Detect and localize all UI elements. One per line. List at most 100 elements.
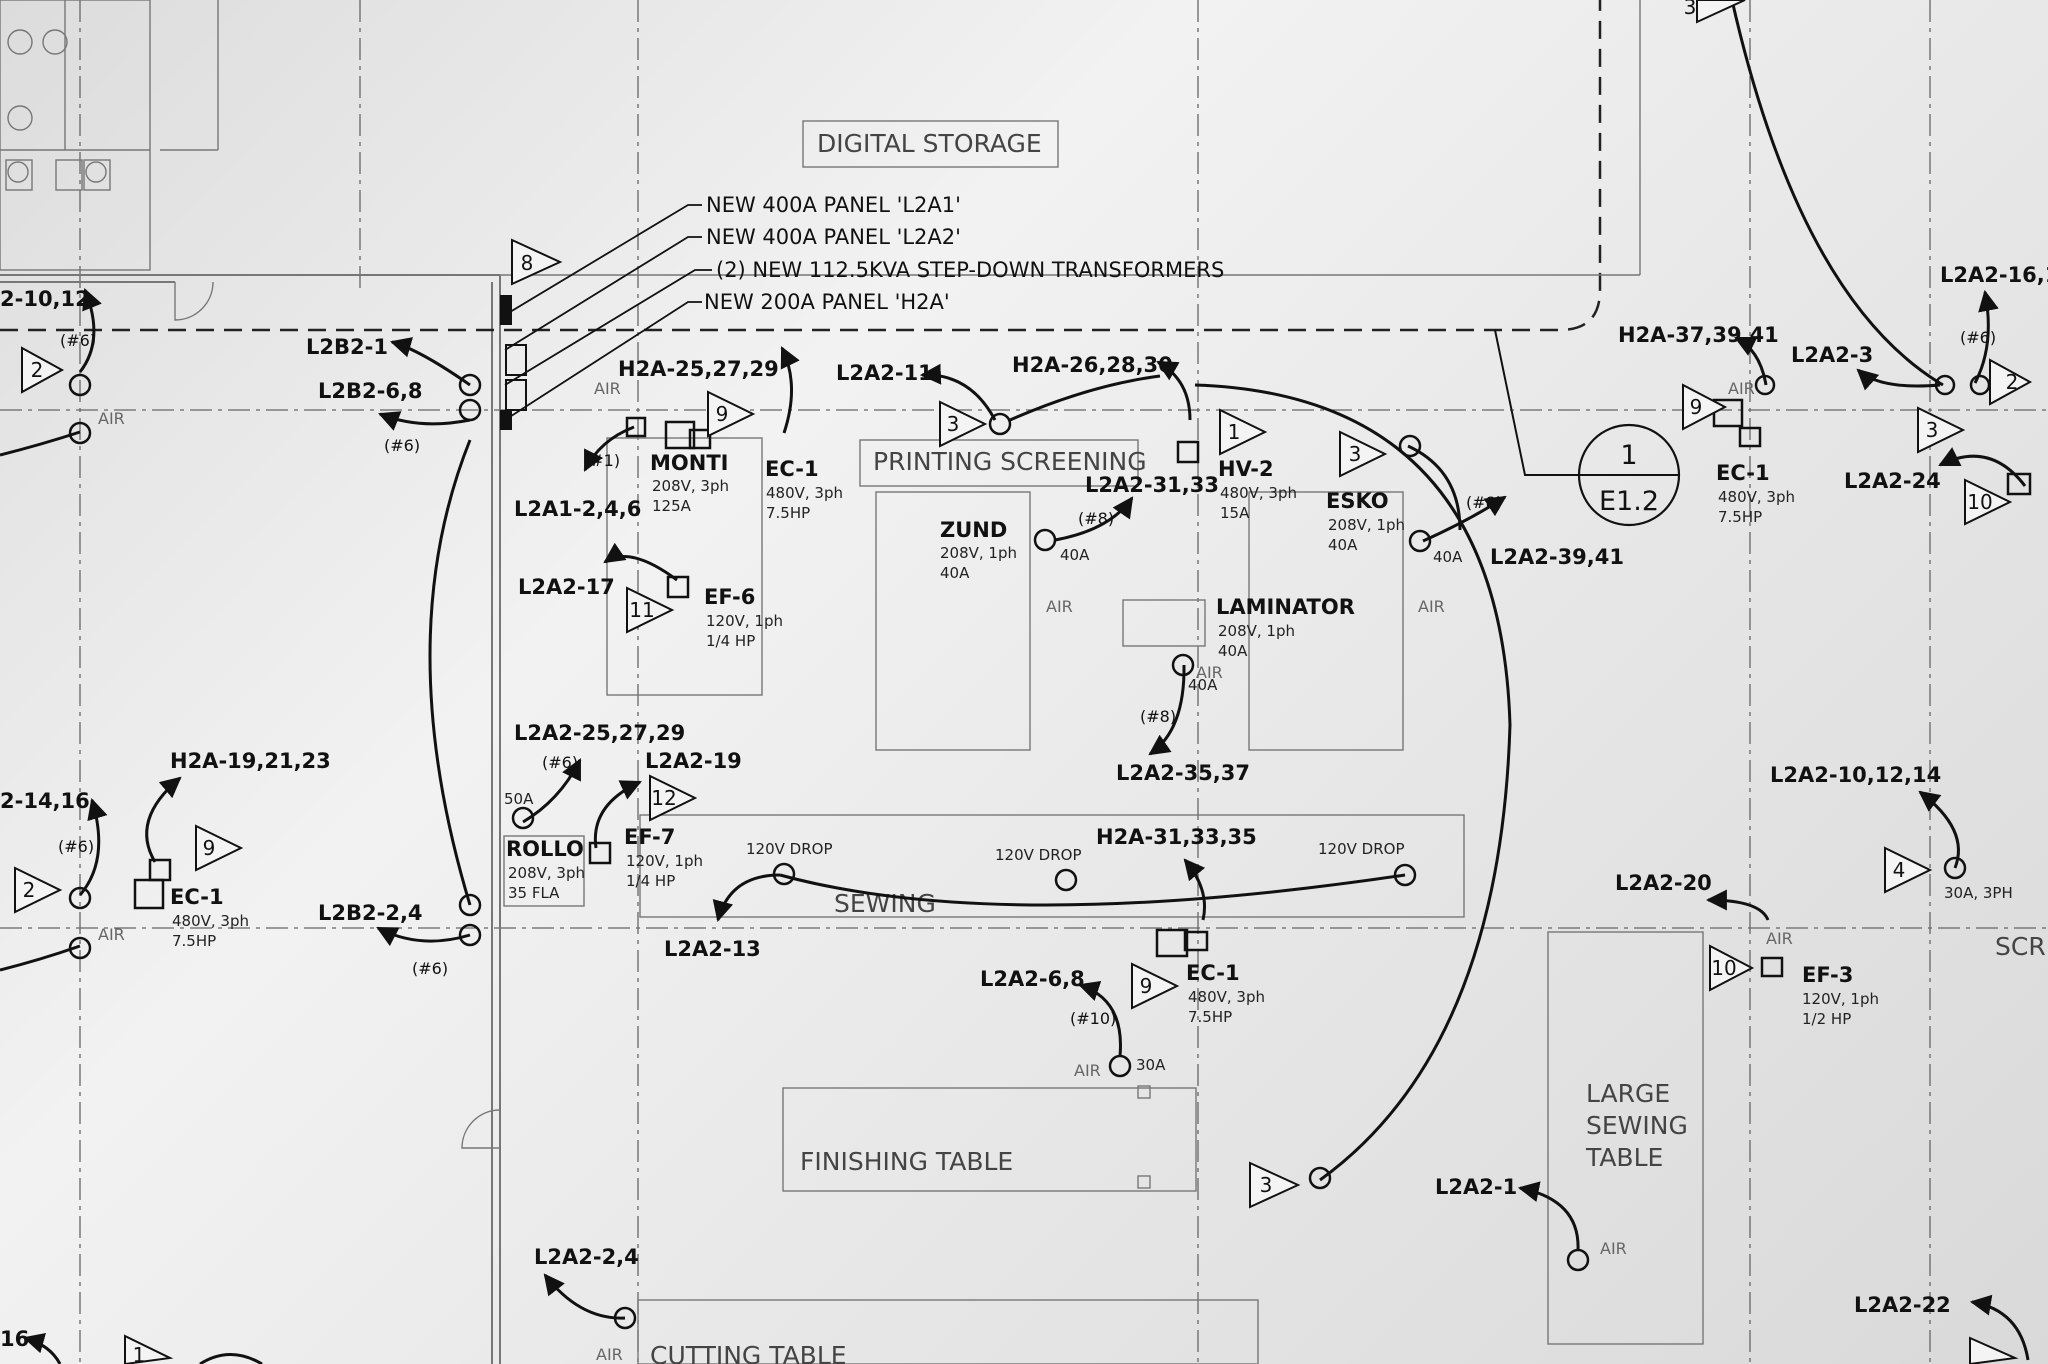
wire-size-label: (#8) [1140,707,1176,726]
keynote-numbers: 8 3 1 3 3 3 9 9 9 9 11 12 2 2 2 3 10 10 … [23,0,2019,1364]
wire-size-label: (#10) [1070,1009,1116,1028]
note-panel-h2a: NEW 200A PANEL 'H2A' [704,290,950,314]
circuit-label: L2A2-16,18 [1940,263,2048,287]
circuit-label: L2A2-20 [1615,871,1712,895]
air-label: AIR [98,409,125,428]
equip-spec: 208V, 3ph [508,864,585,882]
equip-spec: 208V, 3ph [652,477,729,495]
air-label: AIR [1418,597,1445,616]
equip-spec: 208V, 1ph [940,544,1017,562]
equip-spec: 1/2 HP [1802,1010,1851,1028]
circuit-label: L2A2-11 [836,361,933,385]
keynote-10b: 10 [1711,956,1736,980]
monti-box [606,437,763,696]
circuit-label: L2A1-2,4,6 [514,497,641,521]
wire-size-label: (#6) [412,959,448,978]
equip-spec: 40A [940,564,970,582]
keynote-12: 12 [651,786,676,810]
esko-box [1248,491,1404,751]
equip-ec1-name: EC-1 [1186,961,1240,985]
equip-spec: 40A [1328,536,1358,554]
equip-spec: 1/4 HP [706,632,755,650]
equip-spec: 120V, 1ph [706,612,783,630]
wire-size-label: (#8) [1466,493,1502,512]
home-runs [0,0,1944,1182]
equip-zund-name: ZUND [940,518,1007,542]
circuit-label: H2A-26,28,30 [1012,353,1173,377]
keynote-10a: 10 [1967,490,1992,514]
equip-ec1-name: EC-1 [170,885,224,909]
circuit-label: 2-14,16 [0,789,90,813]
circuit-label: L2A2-1 [1435,1175,1517,1199]
wire-size-label: (#6) [60,331,96,350]
wire-size-label: (#6) [542,753,578,772]
circuit-label: L2A2-25,27,29 [514,721,685,745]
circuit-label: 2-10,12 [0,287,90,311]
rating-label: 30A [1136,1056,1166,1074]
keynote-2c: 2 [2006,370,2019,394]
equip-spec: 480V, 3ph [1718,488,1795,506]
callout-number: 1 [1620,440,1637,471]
equip-spec: 480V, 3ph [766,484,843,502]
equip-spec: 1/4 HP [626,872,675,890]
sewing-box [639,814,1465,918]
equip-spec: 40A [1218,642,1248,660]
keynote-9c: 9 [1690,395,1703,419]
circuit-label: H2A-31,33,35 [1096,825,1257,849]
devices [68,373,2032,1330]
air-label: AIR [1766,929,1793,948]
keynote-2a: 2 [31,358,44,382]
zund-box [875,491,1031,751]
finishing-table-box [782,1087,1197,1192]
circuit-label: L2A2-3 [1791,343,1873,367]
circuit-label: L2A2-13 [664,937,761,961]
equip-ec1-name: EC-1 [1716,461,1770,485]
circuit-label: H2A-19,21,23 [170,749,331,773]
equip-spec: 35 FLA [508,884,560,902]
note-panel-l2a2: NEW 400A PANEL 'L2A2' [706,225,961,249]
section-callout: 1 E1.2 [1494,329,1681,527]
equip-spec: 125A [652,497,692,515]
equip-spec: 480V, 3ph [172,912,249,930]
equip-spec: 120V, 1ph [1802,990,1879,1008]
wire-size-label: (#6) [384,436,420,455]
rating-label: 40A [1188,676,1218,694]
note-panel-l2a1: NEW 400A PANEL 'L2A1' [706,193,961,217]
air-label: AIR [596,1345,623,1364]
room-printing-screening: PRINTING SCREENING [873,447,1147,476]
equip-ec1-name: EC-1 [765,457,819,481]
equipment-tags: MONTI 208V, 3ph 125A EC-1 480V, 3ph 7.5H… [170,451,1879,1028]
air-labels: AIR AIR AIR AIR AIR AIR AIR AIR AIR AIR … [98,379,1793,1364]
wire-size-label: (#1) [584,451,620,470]
keynote-3c: 3 [1260,1173,1273,1197]
circuit-label: L2B2-2,4 [318,901,423,925]
keynote-4: 4 [1893,858,1906,882]
leader-notes: NEW 400A PANEL 'L2A1' NEW 400A PANEL 'L2… [504,193,1224,421]
room-cutting-table: CUTTING TABLE [650,1341,847,1364]
air-label: AIR [1046,597,1073,616]
room-finishing-table: FINISHING TABLE [800,1147,1013,1176]
rating-label: 40A [1060,546,1090,564]
rating-label: 50A [504,790,534,808]
drops: 120V DROP 120V DROP 120V DROP [746,840,1404,864]
keynote-2b: 2 [23,878,36,902]
circuit-label: L2A2-22 [1854,1293,1951,1317]
circuit-label: L2B2-6,8 [318,379,423,403]
equip-spec: 15A [1220,504,1250,522]
keynote-3d: 3 [1684,0,1697,19]
equip-spec: 208V, 1ph [1328,516,1405,534]
equip-spec: 7.5HP [172,932,216,950]
equip-spec: 480V, 3ph [1188,988,1265,1006]
equip-hv2-name: HV-2 [1218,457,1274,481]
room-large-sewing-table-3: TABLE [1585,1143,1663,1172]
equip-spec: 7.5HP [1718,508,1762,526]
keynote-9a: 9 [716,402,729,426]
rating-label: 40A [1433,548,1463,566]
keynote-11: 11 [629,598,654,622]
equip-spec: 208V, 1ph [1218,622,1295,640]
rating-label: 30A, 3PH [1944,884,2013,902]
large-sewing-table-box [1547,931,1704,1345]
room-sewing: SEWING [834,889,936,918]
